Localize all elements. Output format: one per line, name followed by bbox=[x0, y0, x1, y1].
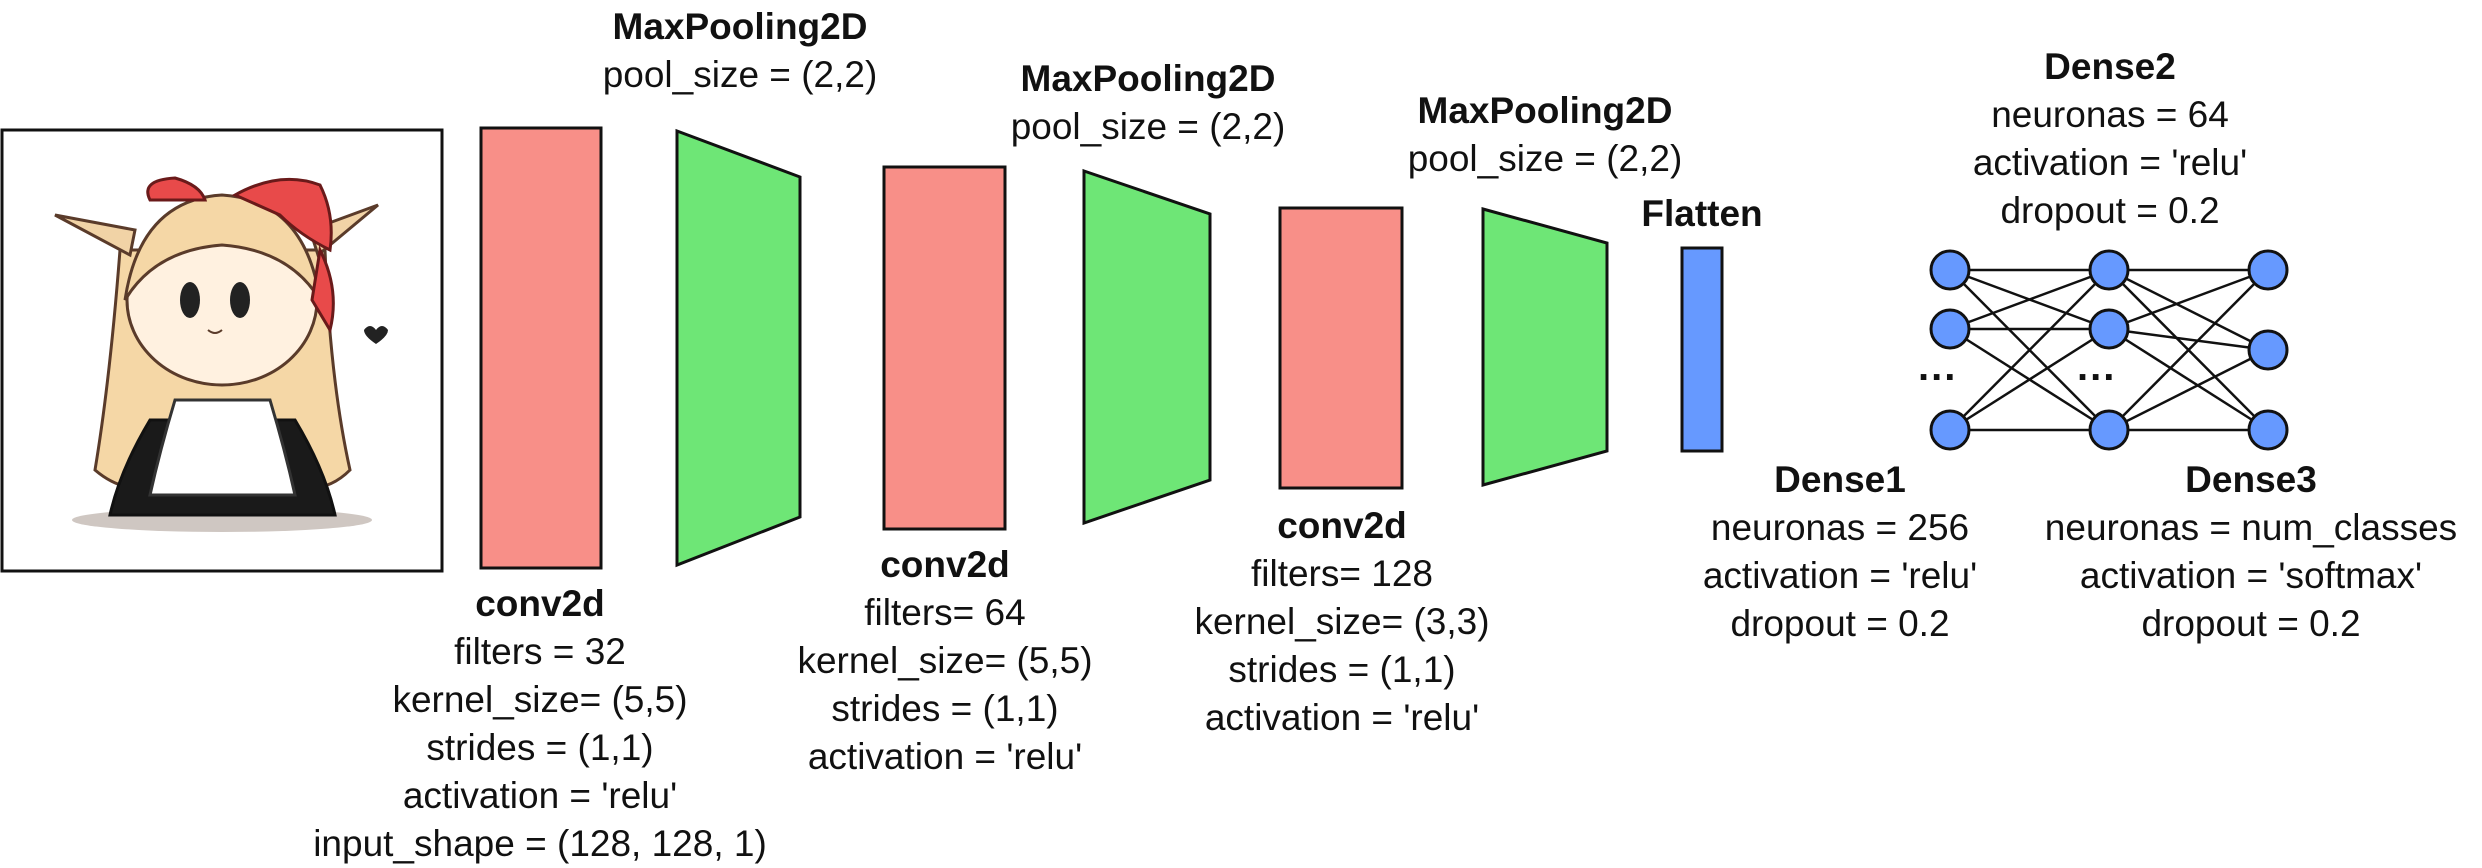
conv3-line: filters= 128 bbox=[1250, 553, 1434, 594]
neuron-layer-3 bbox=[2247, 409, 2289, 451]
conv1-line: activation = 'relu' bbox=[402, 775, 678, 816]
conv-block-1 bbox=[479, 126, 603, 570]
connection-line bbox=[1949, 268, 2110, 331]
conv3-title: conv2d bbox=[1277, 505, 1407, 546]
neuron-layer-2 bbox=[2088, 409, 2130, 451]
conv1-line: strides = (1,1) bbox=[426, 727, 654, 768]
conv3-line: kernel_size= (3,3) bbox=[1194, 601, 1490, 642]
pool1-title: MaxPooling2D bbox=[612, 6, 868, 47]
conv1-line: filters = 32 bbox=[454, 631, 626, 672]
dense3-label: Dense3 neuronas = num_classes activation… bbox=[2026, 456, 2476, 648]
conv2-line: strides = (1,1) bbox=[831, 688, 1059, 729]
conv3-label: conv2d filters= 128 kernel_size= (3,3) s… bbox=[1142, 502, 1542, 742]
flatten-title: Flatten bbox=[1641, 193, 1763, 234]
ellipsis-layer-2: ... bbox=[2077, 345, 2117, 389]
dense2-title: Dense2 bbox=[2044, 46, 2176, 87]
conv2-title: conv2d bbox=[880, 544, 1010, 585]
neuron-layer-3 bbox=[2247, 249, 2289, 291]
pool1-label: MaxPooling2D pool_size = (2,2) bbox=[540, 3, 940, 99]
conv3-line: activation = 'relu' bbox=[1204, 697, 1480, 738]
neuron-layer-1 bbox=[1929, 409, 1971, 451]
neuron-layer-2 bbox=[2088, 308, 2130, 350]
dense3-title: Dense3 bbox=[2185, 459, 2317, 500]
conv3-line: strides = (1,1) bbox=[1228, 649, 1456, 690]
pool2-title: MaxPooling2D bbox=[1020, 58, 1276, 99]
dense3-line: neuronas = num_classes bbox=[2044, 507, 2458, 548]
dense2-line: neuronas = 64 bbox=[1991, 94, 2229, 135]
anime-character-illustration bbox=[54, 176, 388, 532]
pool-block-2 bbox=[1082, 168, 1212, 526]
conv1-line: input_shape = (128, 128, 1) bbox=[313, 823, 767, 864]
dense3-line: activation = 'softmax' bbox=[2079, 555, 2423, 596]
conv1-line: kernel_size= (5,5) bbox=[392, 679, 688, 720]
neuron-layer-2 bbox=[2088, 249, 2130, 291]
connection-line bbox=[2108, 269, 2269, 431]
pool-block-1 bbox=[675, 128, 802, 568]
pool3-title: MaxPooling2D bbox=[1417, 90, 1673, 131]
dense2-line: activation = 'relu' bbox=[1972, 142, 2248, 183]
dense2-label: Dense2 neuronas = 64 activation = 'relu'… bbox=[1930, 43, 2290, 235]
neuron-layer-1 bbox=[1929, 308, 1971, 350]
connection-line bbox=[1949, 327, 2110, 432]
dense1-line: activation = 'relu' bbox=[1702, 555, 1978, 596]
conv-block-2 bbox=[882, 165, 1007, 531]
connection-line bbox=[2108, 327, 2269, 352]
connection-line bbox=[2108, 348, 2269, 432]
conv2-label: conv2d filters= 64 kernel_size= (5,5) st… bbox=[745, 541, 1145, 781]
connection-line bbox=[2108, 268, 2269, 352]
pool2-line: pool_size = (2,2) bbox=[1010, 106, 1286, 147]
conv2-line: filters= 64 bbox=[864, 592, 1026, 633]
flatten-block bbox=[1680, 246, 1724, 453]
dense2-line: dropout = 0.2 bbox=[2000, 190, 2220, 231]
dense1-line: dropout = 0.2 bbox=[1730, 603, 1950, 644]
conv1-title: conv2d bbox=[475, 583, 605, 624]
pool1-line: pool_size = (2,2) bbox=[602, 54, 878, 95]
connection-line bbox=[2108, 268, 2269, 331]
conv1-label: conv2d filters = 32 kernel_size= (5,5) s… bbox=[290, 580, 790, 868]
neuron-layer-1 bbox=[1929, 249, 1971, 291]
connection-line bbox=[1949, 269, 2110, 431]
connection-line bbox=[2108, 327, 2269, 432]
dense1-line: neuronas = 256 bbox=[1710, 507, 1970, 548]
ellipsis-layer-1: ... bbox=[1918, 345, 1958, 389]
pool-block-3 bbox=[1481, 207, 1609, 487]
flatten-label: Flatten bbox=[1602, 190, 1802, 238]
input-image bbox=[0, 128, 444, 573]
conv2-line: kernel_size= (5,5) bbox=[797, 640, 1093, 681]
dense-network bbox=[1929, 249, 2289, 451]
dense3-line: dropout = 0.2 bbox=[2141, 603, 2361, 644]
pool3-label: MaxPooling2D pool_size = (2,2) bbox=[1345, 87, 1745, 183]
conv2-line: activation = 'relu' bbox=[807, 736, 1083, 777]
dense1-label: Dense1 neuronas = 256 activation = 'relu… bbox=[1660, 456, 2020, 648]
neuron-layer-3 bbox=[2247, 329, 2289, 371]
dense1-title: Dense1 bbox=[1774, 459, 1906, 500]
pool2-label: MaxPooling2D pool_size = (2,2) bbox=[948, 55, 1348, 151]
pool3-line: pool_size = (2,2) bbox=[1407, 138, 1683, 179]
conv-block-3 bbox=[1278, 206, 1404, 490]
